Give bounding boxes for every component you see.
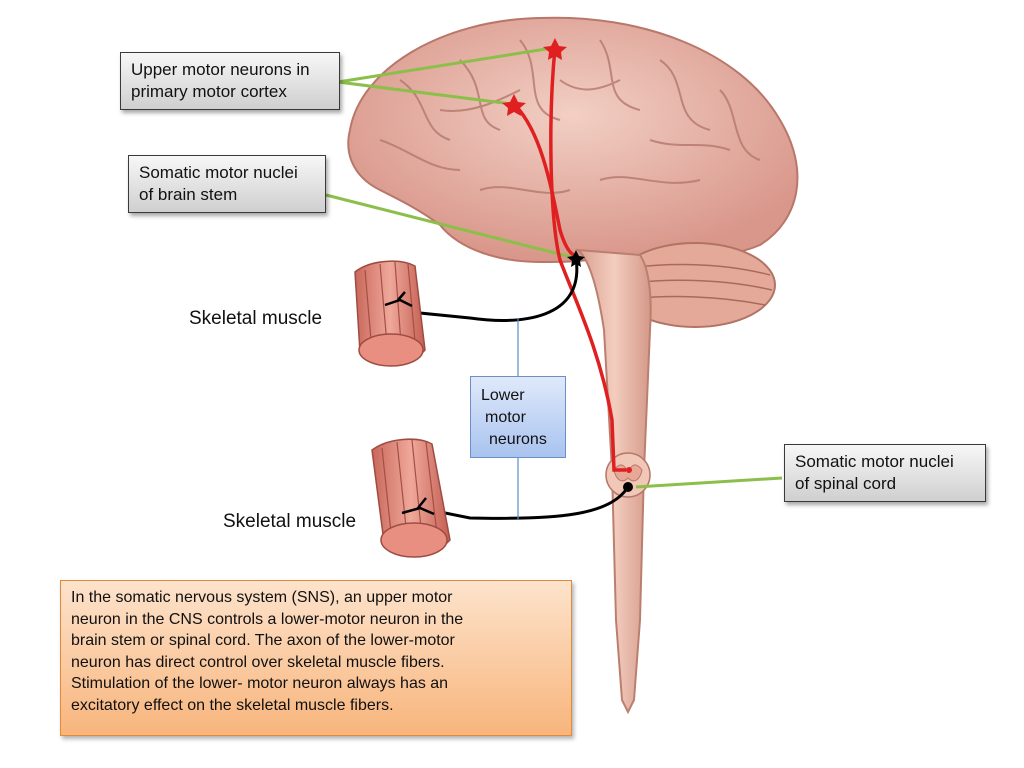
brain-stem-nuclei-callout: Somatic motor nuclei of brain stem: [128, 155, 326, 213]
callout-text: Upper motor neurons in: [131, 60, 310, 79]
box-text: motor: [485, 409, 526, 426]
callout-text: Somatic motor nuclei: [795, 452, 954, 471]
box-text: Lower: [481, 387, 525, 404]
description-line: neuron in the CNS controls a lower-motor…: [71, 610, 464, 628]
box-text: neurons: [489, 431, 547, 448]
description-line: brain stem or spinal cord. The axon of t…: [71, 632, 455, 649]
upper-motor-neurons: [512, 47, 626, 472]
callout-text: of spinal cord: [795, 474, 897, 493]
skeletal-muscle-label-top: Skeletal muscle: [189, 308, 323, 329]
lower-motor-neurons-box: Lower motor neurons: [470, 376, 566, 458]
brain-illustration: [347, 16, 799, 264]
lower-neuron-cell-bodies: [567, 250, 633, 492]
skeletal-muscle-top: [354, 260, 426, 367]
description-line: In the somatic nervous system (SNS), an …: [71, 589, 453, 606]
callout-text: of brain stem: [139, 185, 238, 204]
callout-text: primary motor cortex: [131, 82, 287, 101]
description-line: excitatory effect on the skeletal muscle…: [71, 696, 394, 714]
skeletal-muscle-bottom: [371, 438, 451, 558]
description-box: In the somatic nervous system (SNS), an …: [60, 580, 572, 736]
spinal-cord-nuclei-callout: Somatic motor nuclei of spinal cord: [784, 444, 986, 502]
leader-lines: [325, 46, 783, 489]
description-line: neuron has direct control over skeletal …: [71, 653, 445, 671]
upper-motor-neurons-callout: Upper motor neurons in primary motor cor…: [120, 52, 340, 110]
skeletal-muscle-label-bottom: Skeletal muscle: [223, 511, 357, 532]
callout-text: Somatic motor nuclei: [139, 163, 298, 182]
description-line: Stimulation of the lower- motor neuron a…: [71, 675, 449, 692]
upper-neuron-cell-bodies: [502, 38, 632, 473]
